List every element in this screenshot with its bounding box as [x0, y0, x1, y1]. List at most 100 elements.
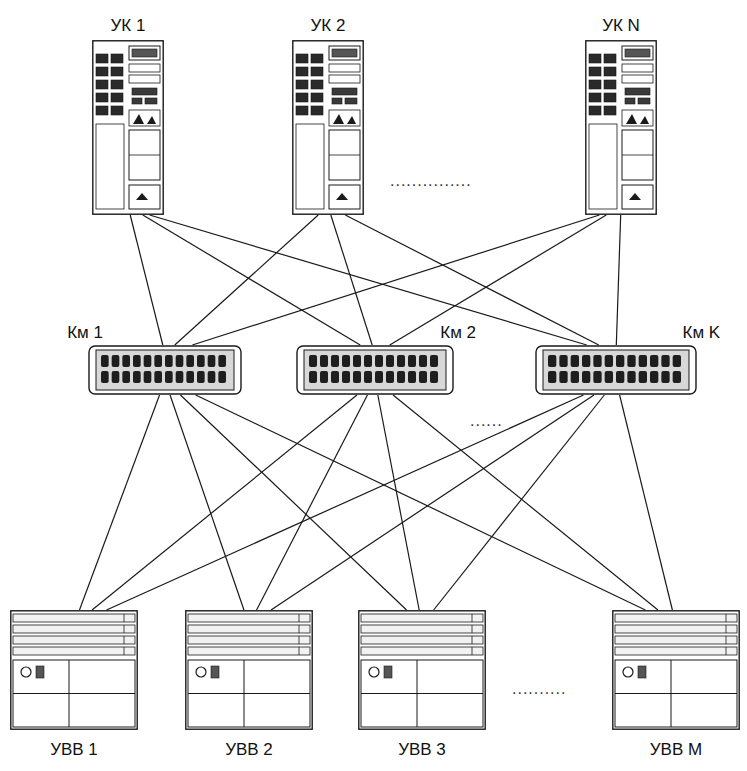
device-label: УВВ 1 — [47, 740, 101, 760]
switch-panel — [304, 350, 446, 390]
server-display-screen — [332, 49, 357, 57]
ellipsis-mark: .......... — [512, 680, 566, 698]
switch-port — [571, 371, 579, 383]
device-label: УВВ 3 — [395, 740, 449, 760]
storage-shelf-handle — [124, 636, 125, 644]
storage-shelf-handle — [472, 647, 473, 655]
storage-shelf — [188, 647, 310, 655]
server-drive — [589, 80, 601, 89]
storage-shelf-handle — [726, 647, 727, 655]
storage-shelf — [615, 636, 737, 644]
storage-shelf-handle — [472, 636, 473, 644]
server-display — [329, 46, 360, 60]
server-slot — [145, 98, 157, 104]
storage-divider — [69, 660, 70, 727]
storage-symbol — [638, 666, 646, 678]
switch-port — [122, 355, 130, 367]
switch-port — [133, 371, 141, 383]
server-drive — [111, 93, 123, 102]
switch-port — [208, 355, 216, 367]
switch-port — [197, 371, 205, 383]
storage-divider — [188, 693, 310, 694]
link-line — [616, 215, 620, 345]
server-drive — [311, 80, 323, 89]
switch-node: Км K — [535, 345, 697, 395]
switch-port — [186, 355, 194, 367]
storage-shelf-handle — [124, 614, 125, 622]
server-symbol — [626, 114, 649, 124]
storage-case — [613, 611, 739, 729]
link-line — [92, 395, 357, 610]
switch-port — [112, 355, 120, 367]
storage-icon — [358, 610, 486, 730]
switch-port — [593, 355, 601, 367]
link-line — [175, 215, 318, 345]
server-drive — [311, 106, 323, 115]
storage-divider — [13, 693, 135, 694]
switch-port — [627, 371, 635, 383]
switch-icon — [88, 345, 242, 395]
server-base — [329, 185, 360, 209]
storage-shelf — [13, 636, 135, 644]
switch-case — [536, 346, 696, 394]
storage-lower — [615, 660, 737, 727]
switch-panel — [96, 350, 234, 390]
link-line — [130, 215, 163, 345]
server-drive — [296, 106, 308, 115]
switch-port — [101, 355, 109, 367]
storage-icon — [10, 610, 138, 730]
device-label: Км 2 — [437, 323, 479, 343]
server-bay — [329, 75, 360, 83]
server-icon — [92, 40, 164, 215]
switch-port — [176, 371, 184, 383]
server-slot — [638, 98, 650, 104]
server-slot — [332, 98, 342, 104]
device-label: УК 1 — [108, 16, 149, 36]
switch-port — [639, 355, 647, 367]
server-drive — [604, 93, 616, 102]
server-symbol — [333, 114, 356, 124]
storage-node: УВВ 3 — [358, 610, 486, 730]
switch-icon — [296, 345, 454, 395]
server-front — [96, 124, 124, 209]
device-label: Км 1 — [64, 323, 106, 343]
storage-shelf-handle — [124, 647, 125, 655]
switch-port — [650, 371, 658, 383]
storage-shelf-handle — [299, 636, 300, 644]
server-door — [329, 130, 360, 180]
switch-port — [218, 371, 226, 383]
switch-port — [419, 355, 427, 367]
storage-icon — [185, 610, 313, 730]
storage-symbol — [384, 666, 392, 678]
server-slot — [332, 88, 357, 95]
server-symbol — [136, 193, 148, 200]
storage-shelf — [615, 625, 737, 633]
server-case — [293, 41, 363, 214]
switch-case — [297, 346, 453, 394]
link-line — [196, 395, 646, 610]
server-node: УК 1 — [92, 40, 164, 215]
server-bay — [129, 75, 160, 83]
storage-shelf — [188, 636, 310, 644]
storage-shelf-handle — [472, 614, 473, 622]
switch-port — [165, 355, 173, 367]
server-drive — [96, 93, 108, 102]
switch-port — [133, 355, 141, 367]
switch-port — [661, 371, 669, 383]
server-door-line — [129, 155, 160, 156]
storage-shelf — [188, 614, 310, 622]
server-bay — [129, 64, 160, 72]
storage-node: УВВ M — [612, 610, 740, 730]
server-slot — [132, 98, 142, 104]
server-door — [622, 130, 653, 180]
link-line — [620, 395, 673, 610]
switch-port — [375, 371, 383, 383]
link-line — [434, 395, 605, 610]
server-slot — [132, 88, 157, 95]
server-drive — [296, 93, 308, 102]
switch-port — [571, 355, 579, 367]
switch-port — [364, 371, 372, 383]
storage-shelf — [361, 647, 483, 655]
server-display-screen — [132, 49, 157, 57]
link-line — [150, 215, 587, 345]
